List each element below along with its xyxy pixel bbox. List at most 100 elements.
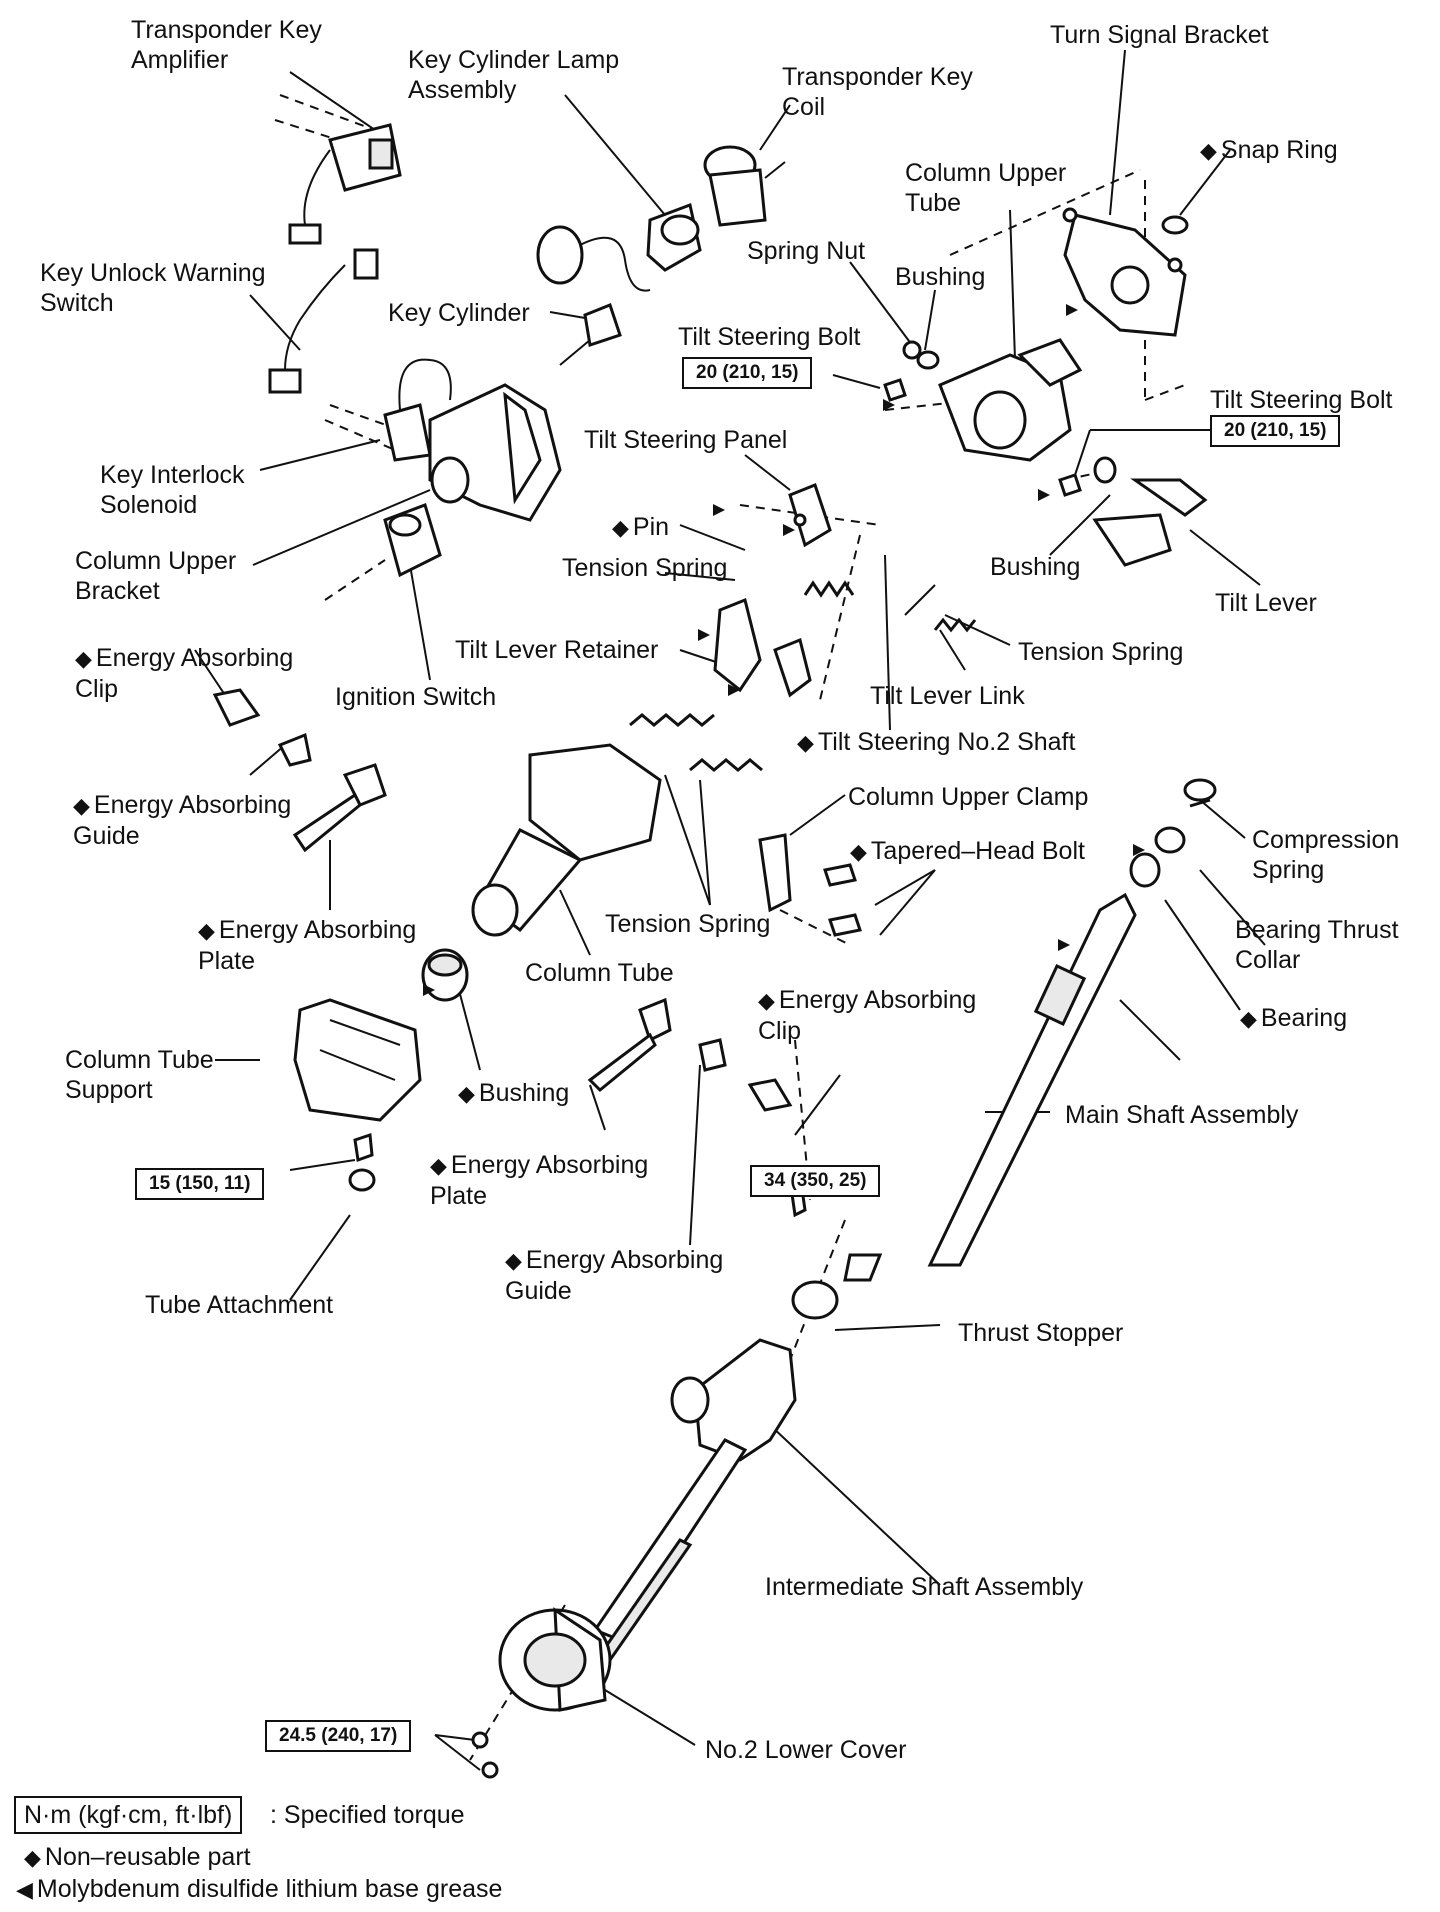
legend-torque-desc: : Specified torque [270, 1801, 465, 1829]
label-tilt-lever: Tilt Lever [1215, 589, 1317, 617]
label-energy-absorbing-plate-lower: ◆Energy Absorbing Plate [430, 1151, 649, 1210]
compression-spring [1183, 778, 1217, 808]
bushing-column [421, 948, 469, 1002]
torque-thrust-stopper: 34 (350, 25) [750, 1165, 881, 1197]
tilt-lever-link-and-spring [904, 584, 977, 633]
ignition-switch [383, 503, 442, 578]
non-reusable-icon: ◆ [75, 646, 92, 671]
torque-tilt-bolt-right: 20 (210, 15) [1210, 415, 1341, 447]
key-unlock-warning-switch [268, 248, 379, 394]
label-tapered-head-bolt: ◆Tapered–Head Bolt [850, 837, 1085, 865]
label-key-unlock-warning-switch: Key Unlock Warning Switch [40, 259, 266, 317]
spring-nut-and-bushing [902, 340, 940, 370]
energy-absorbing-plate-upper [292, 763, 387, 853]
column-tube-assembly [471, 743, 662, 937]
legend-torque-units: N·m (kgf·cm, ft·lbf) [14, 1796, 243, 1834]
snap-ring [1161, 215, 1189, 235]
label-tilt-steering-panel: Tilt Steering Panel [584, 426, 788, 454]
label-tilt-lever-retainer: Tilt Lever Retainer [455, 636, 659, 664]
label-tilt-lever-link: Tilt Lever Link [870, 682, 1025, 710]
label-tension-spring-lever: Tension Spring [1018, 638, 1184, 666]
label-column-tube-support: Column Tube Support [65, 1046, 214, 1104]
non-reusable-icon: ◆ [24, 1845, 41, 1870]
non-reusable-icon: ◆ [198, 918, 215, 943]
non-reusable-icon: ◆ [612, 515, 629, 540]
label-spring-nut: Spring Nut [747, 237, 866, 265]
label-compression-spring: Compression Spring [1252, 826, 1400, 884]
label-main-shaft-assembly: Main Shaft Assembly [1065, 1101, 1299, 1129]
key-cylinder-lamp-assembly [536, 202, 702, 292]
label-snap-ring: ◆Snap Ring [1200, 136, 1338, 164]
tube-attachment [348, 1132, 376, 1192]
label-column-upper-clamp: Column Upper Clamp [848, 783, 1089, 811]
label-tube-attachment: Tube Attachment [145, 1291, 334, 1319]
torque-tilt-bolt-left: 20 (210, 15) [682, 357, 813, 389]
tilt-lever [1092, 456, 1208, 567]
energy-absorbing-clip-lower [747, 1078, 793, 1112]
label-thrust-stopper: Thrust Stopper [958, 1319, 1124, 1347]
label-bearing-thrust-collar: Bearing Thrust Collar [1235, 916, 1399, 974]
turn-signal-bracket [1062, 207, 1187, 337]
tension-springs-center [629, 713, 763, 772]
non-reusable-icon: ◆ [458, 1081, 475, 1106]
label-bushing-tilt: Bushing [990, 553, 1081, 581]
legend-non-reusable: ◆Non–reusable part [24, 1843, 251, 1871]
label-tilt-steering-bolt-left: Tilt Steering Bolt [678, 323, 861, 351]
bearing-thrust-collar-and-bearing [1129, 826, 1186, 888]
label-energy-absorbing-guide-upper: ◆Energy Absorbing Guide [73, 791, 292, 850]
label-energy-absorbing-plate-upper: ◆Energy Absorbing Plate [198, 916, 417, 975]
label-key-interlock-solenoid: Key Interlock Solenoid [100, 461, 245, 519]
legend-grease: ◀Molybdenum disulfide lithium base greas… [16, 1875, 503, 1903]
label-transponder-key-amplifier: Transponder Key Amplifier [131, 16, 322, 74]
label-key-cylinder-lamp-assembly: Key Cylinder Lamp Assembly [408, 46, 620, 104]
label-intermediate-shaft-assembly: Intermediate Shaft Assembly [765, 1573, 1084, 1601]
main-shaft-assembly [843, 892, 1137, 1282]
energy-absorbing-guide-lower [698, 1038, 727, 1072]
non-reusable-icon: ◆ [430, 1153, 447, 1178]
non-reusable-icon: ◆ [505, 1248, 522, 1273]
label-tilt-steering-no2-shaft: ◆Tilt Steering No.2 Shaft [797, 728, 1076, 756]
label-no2-lower-cover: No.2 Lower Cover [705, 1736, 907, 1764]
transponder-key-coil [703, 145, 786, 227]
tilt-lever-retainer [713, 597, 812, 698]
non-reusable-icon: ◆ [797, 730, 814, 755]
label-column-tube: Column Tube [525, 959, 674, 987]
no2-lower-cover [498, 1607, 612, 1712]
label-bushing-column: ◆Bushing [458, 1079, 570, 1107]
label-key-cylinder: Key Cylinder [388, 299, 530, 327]
non-reusable-icon: ◆ [850, 839, 867, 864]
label-column-upper-bracket: Column Upper Bracket [75, 547, 237, 605]
non-reusable-icon: ◆ [1200, 138, 1217, 163]
tilt-steering-bolt-parts [883, 378, 1082, 497]
torque-tube-attachment: 15 (150, 11) [135, 1168, 265, 1200]
column-upper-clamp [758, 833, 862, 937]
energy-absorbing-guide-upper [277, 732, 312, 767]
tilt-steering-panel [788, 483, 832, 548]
label-energy-absorbing-clip-lower: ◆Energy Absorbing Clip [758, 986, 977, 1045]
label-bushing-upper: Bushing [895, 263, 986, 291]
lower-cover-bolts [471, 1731, 499, 1779]
label-energy-absorbing-clip-upper: ◆Energy Absorbing Clip [75, 644, 294, 703]
tension-spring-panel [803, 580, 855, 598]
column-upper-bracket [428, 383, 562, 522]
leader-lines [194, 49, 1266, 1771]
non-reusable-icon: ◆ [73, 793, 90, 818]
grease-arrows [423, 304, 1145, 996]
energy-absorbing-clip-upper [212, 688, 261, 727]
label-transponder-key-coil: Transponder Key Coil [782, 63, 973, 121]
key-cylinder [559, 303, 622, 366]
column-upper-tube [938, 338, 1083, 462]
label-bearing: ◆Bearing [1240, 1004, 1348, 1032]
transponder-key-amplifier [288, 123, 402, 245]
non-reusable-icon: ◆ [1240, 1006, 1257, 1031]
label-ignition-switch: Ignition Switch [335, 683, 497, 711]
energy-absorbing-plate-lower [587, 997, 672, 1093]
torque-lower-cover: 24.5 (240, 17) [265, 1720, 412, 1752]
label-pin: ◆Pin [612, 513, 670, 541]
label-tension-spring-panel: Tension Spring [562, 554, 728, 582]
label-tension-spring-center: Tension Spring [605, 910, 771, 938]
column-tube-support [293, 998, 422, 1122]
non-reusable-icon: ◆ [758, 988, 775, 1013]
